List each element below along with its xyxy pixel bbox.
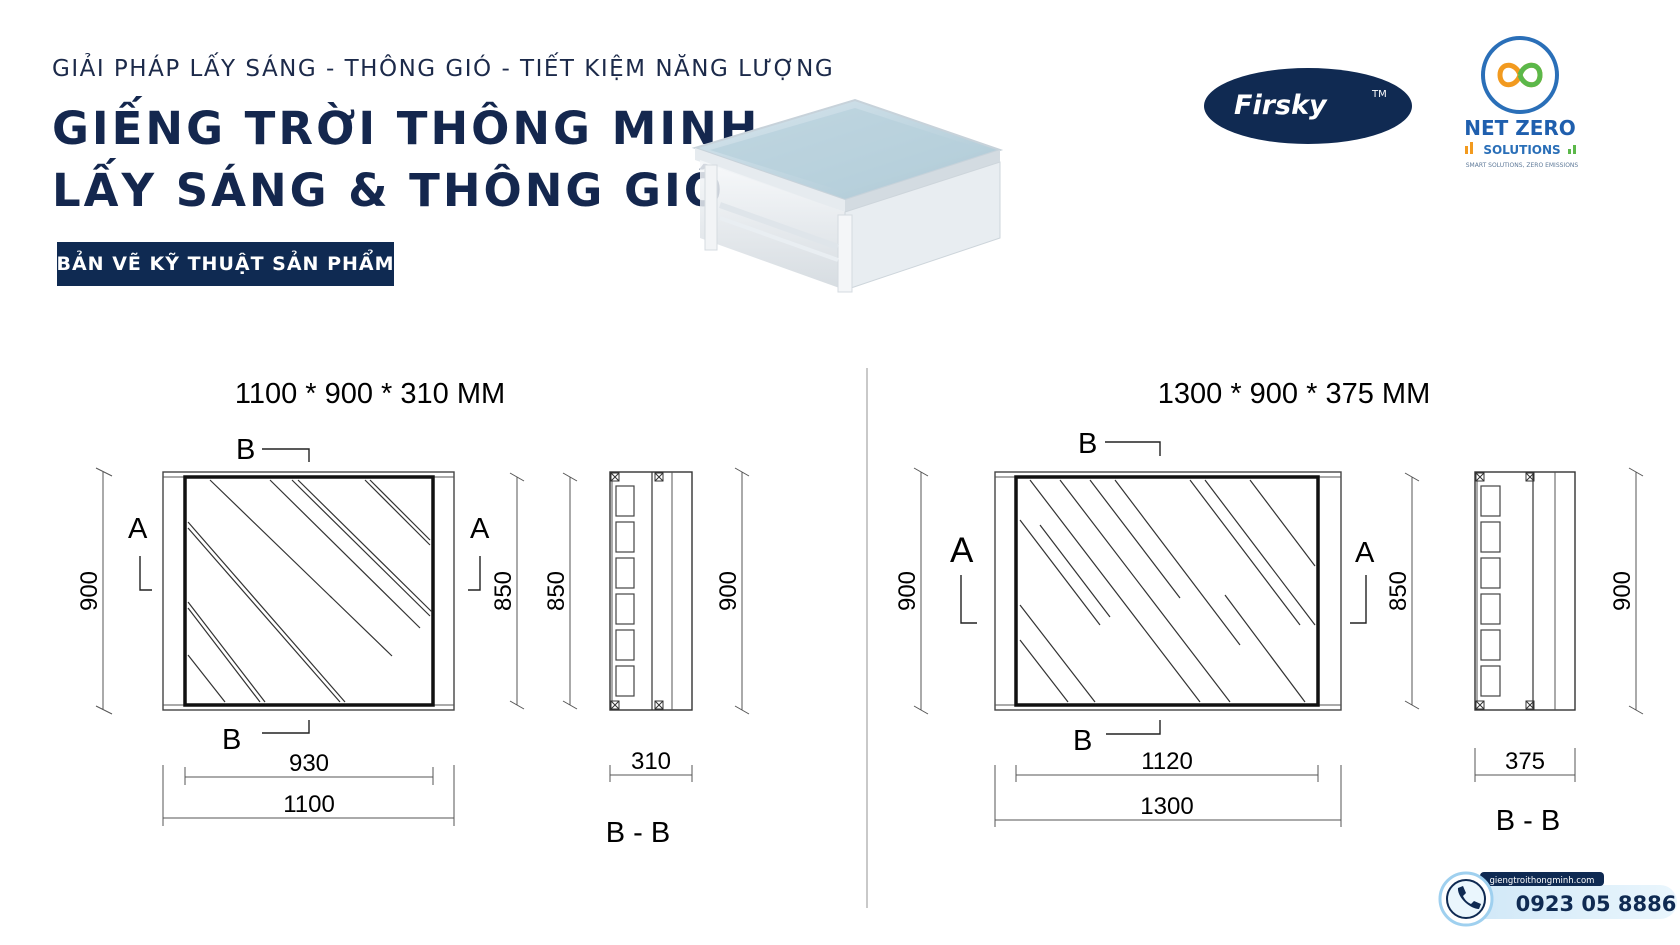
firsky-tm: TM [1371, 89, 1387, 100]
right-width-inner: 1120 [1141, 748, 1193, 775]
left-section-a-right: A [470, 513, 490, 545]
right-drawing: 1300 * 900 * 375 MM B B A A [894, 378, 1644, 837]
right-width-outer: 1300 [1140, 793, 1193, 820]
left-section-label: B - B [606, 817, 670, 849]
right-height-outer: 900 [894, 571, 921, 611]
left-side-view [609, 471, 693, 711]
skylight-product-image [691, 98, 1004, 293]
technical-drawing-badge: BẢN VẼ KỸ THUẬT SẢN PHẨM [57, 242, 394, 286]
right-section-b-bottom: B [1073, 725, 1092, 757]
page-title-line2: LẤY SÁNG & THÔNG GIÓ [52, 164, 725, 217]
left-drawing: 1100 * 900 * 310 MM B B A A [76, 378, 750, 849]
phone-icon [1457, 886, 1481, 909]
left-height-inner: 850 [490, 571, 517, 611]
right-side-height-outer: 900 [1609, 571, 1636, 611]
left-glass-hatch [187, 479, 433, 703]
hotline-badge[interactable]: giengtroithongminh.com 0923 05 8886 [1438, 871, 1677, 927]
right-glass-hatch [1019, 479, 1316, 703]
right-front-glass [1014, 475, 1320, 707]
firsky-logo-text: Firsky [1234, 90, 1328, 121]
website-text: giengtroithongminh.com [1490, 876, 1595, 886]
netzero-tagline: SMART SOLUTIONS, ZERO EMISSIONS [1466, 162, 1579, 169]
left-height-outer: 900 [76, 571, 103, 611]
right-section-a-left: A [950, 531, 974, 570]
page-title-line1: GIẾNG TRỜI THÔNG MINH [52, 102, 761, 155]
right-section-b-top: B [1078, 428, 1097, 460]
hotline-phone: 0923 05 8886 [1516, 892, 1677, 916]
left-section-b-bottom: B [222, 724, 241, 756]
netzero-title: NET ZERO [1464, 116, 1576, 140]
firsky-logo: Firsky TM [1204, 68, 1412, 144]
netzero-logo: NET ZERO SOLUTIONS SMART SOLUTIONS, ZERO… [1464, 36, 1579, 169]
right-section-a-right: A [1355, 537, 1375, 569]
right-front-frame-outer [994, 471, 1342, 711]
netzero-sub: SOLUTIONS [1483, 143, 1560, 157]
left-section-a-left: A [128, 513, 148, 545]
left-side-height-outer: 900 [715, 571, 742, 611]
left-front-glass [183, 475, 435, 707]
left-side-height-inner: 850 [543, 571, 570, 611]
left-size-title: 1100 * 900 * 310 MM [235, 378, 505, 410]
right-section-label: B - B [1496, 805, 1560, 837]
left-section-b-top: B [236, 434, 255, 466]
left-front-frame-outer [162, 471, 455, 711]
left-width-inner: 930 [289, 750, 329, 777]
right-size-title: 1300 * 900 * 375 MM [1158, 378, 1430, 410]
right-side-depth: 375 [1505, 748, 1545, 775]
right-side-view [1474, 471, 1576, 711]
left-side-depth: 310 [631, 748, 671, 775]
right-height-inner: 850 [1385, 571, 1412, 611]
header-tagline: GIẢI PHÁP LẤY SÁNG - THÔNG GIÓ - TIẾT KI… [52, 56, 835, 82]
left-width-outer: 1100 [283, 791, 335, 818]
